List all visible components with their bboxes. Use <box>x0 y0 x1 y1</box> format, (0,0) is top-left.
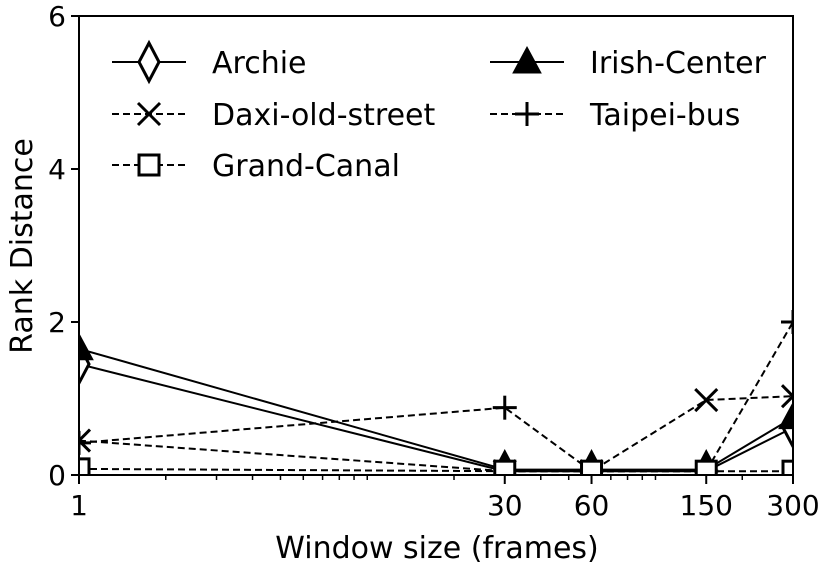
axes: 0 2 4 6 1 30 60 150 300 <box>48 0 820 522</box>
legend-marker <box>136 101 162 127</box>
y-tick-label: 2 <box>48 306 66 339</box>
legend-label: Taipei-bus <box>589 98 740 133</box>
data-point-taipei-bus-4 <box>781 310 793 334</box>
legend-label: Grand-Canal <box>212 149 400 184</box>
series-line-taipei-bus <box>79 321 793 473</box>
x-tick-label: 1 <box>70 489 88 522</box>
legend-item-grand-canal: Grand-Canal <box>112 149 400 184</box>
data-point-taipei-bus-0 <box>79 430 91 455</box>
legend-item-irish-center: Irish-Center <box>490 45 767 81</box>
data-point-daxi-old-street-0 <box>79 428 92 453</box>
legend-item-taipei-bus: Taipei-bus <box>490 98 740 133</box>
data-point-grand-canal-1 <box>493 459 517 475</box>
series-line-irish-center <box>79 347 793 471</box>
legend-label: Irish-Center <box>590 46 767 81</box>
legend-marker <box>137 153 161 177</box>
legend-marker <box>515 102 539 126</box>
y-tick-label: 4 <box>48 153 66 186</box>
y-axis-label: Rank Distance <box>5 138 40 354</box>
legend-label: Archie <box>212 46 307 81</box>
plot-area <box>79 310 793 475</box>
x-tick-label: 150 <box>680 489 733 522</box>
data-point-irish-center-4 <box>778 401 793 430</box>
y-tick-label: 0 <box>48 459 66 492</box>
data-point-daxi-old-street-4 <box>780 384 793 409</box>
x-tick-label: 30 <box>487 489 523 522</box>
legend-item-archie: Archie <box>112 39 307 85</box>
x-tick-label: 60 <box>574 489 610 522</box>
x-tick-label: 300 <box>766 489 819 522</box>
x-axis-label: Window size (frames) <box>275 531 599 566</box>
legend-item-daxi-old-street: Daxi-old-street <box>112 98 435 133</box>
data-point-grand-canal-0 <box>79 457 91 475</box>
legend-marker <box>512 45 542 74</box>
series-group <box>79 310 793 475</box>
legend-label: Daxi-old-street <box>212 98 435 133</box>
plot-frame <box>78 15 794 476</box>
data-point-taipei-bus-1 <box>492 395 517 420</box>
data-point-grand-canal-2 <box>580 459 604 475</box>
legend-marker <box>137 39 161 85</box>
data-point-grand-canal-4 <box>781 459 793 475</box>
series-line-daxi-old-street <box>79 395 793 473</box>
data-point-daxi-old-street-3 <box>694 387 719 413</box>
y-tick-label: 6 <box>48 0 66 33</box>
data-point-irish-center-0 <box>79 332 94 361</box>
data-point-grand-canal-3 <box>694 459 718 475</box>
